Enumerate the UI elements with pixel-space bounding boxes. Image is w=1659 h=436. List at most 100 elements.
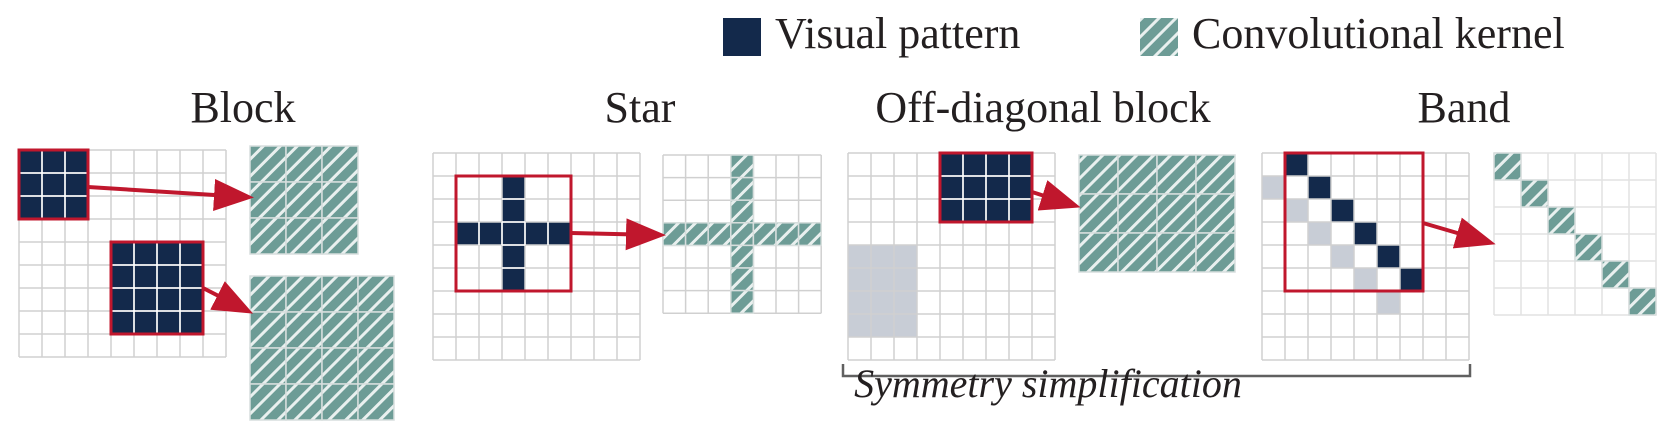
band-kernel-cell xyxy=(1628,287,1657,316)
star-kernel-cell xyxy=(752,222,777,247)
band-highlight xyxy=(1283,151,1425,293)
block-arrow-small xyxy=(87,179,254,211)
block-input-grid-cell xyxy=(134,288,157,311)
star-kernel-cell xyxy=(730,222,755,247)
offdiag-input-grid-cell xyxy=(894,291,917,314)
block-input-grid-cell xyxy=(111,311,134,334)
offdiag-input-grid-cell xyxy=(940,176,963,199)
convolutional-kernel-swatch xyxy=(1140,18,1178,56)
block-input-grid-cell xyxy=(65,150,88,173)
band-kernel-cell xyxy=(1601,260,1630,289)
offdiag-kernel-4x3-cell xyxy=(1195,232,1236,273)
block-input-grid-cell xyxy=(65,173,88,196)
offdiag-kernel-4x3-cell xyxy=(1195,193,1236,234)
offdiag-input-grid-cell xyxy=(1009,199,1032,222)
band-input-grid-cell xyxy=(1285,199,1308,222)
offdiag-input-grid-cell xyxy=(1009,176,1032,199)
star-kernel-cell xyxy=(730,267,755,292)
block-kernel-4x4-cell xyxy=(357,311,395,349)
offdiag-input-grid-cell xyxy=(940,153,963,176)
star-kernel-cell xyxy=(730,289,755,314)
offdiag-kernel-4x3-cell xyxy=(1078,232,1119,273)
block-input-grid-cell xyxy=(42,196,65,219)
star-kernel-cell xyxy=(707,222,732,247)
star-kernel-cell xyxy=(730,176,755,201)
star-kernel-cell xyxy=(662,222,687,247)
star-input-grid-cell xyxy=(502,176,525,199)
star-input-grid-cell xyxy=(548,222,571,245)
block-kernel-3x3-cell xyxy=(321,217,359,255)
block-kernel-3x3 xyxy=(249,145,359,255)
band-input-grid-cell xyxy=(1377,291,1400,314)
block-kernel-3x3-cell xyxy=(249,145,287,183)
block-arrow-large xyxy=(202,281,254,314)
block-highlight-small xyxy=(17,148,90,221)
band-input-grid-cell xyxy=(1285,153,1308,176)
offdiag-kernel-4x3-cell xyxy=(1156,193,1197,234)
offdiag-input-grid-cell xyxy=(1009,153,1032,176)
block-kernel-4x4-cell xyxy=(321,311,359,349)
offdiag-input-grid-cell xyxy=(963,199,986,222)
star-kernel-cell xyxy=(730,244,755,269)
block-kernel-3x3-cell xyxy=(285,217,323,255)
band-input-grid-cell xyxy=(1377,245,1400,268)
band-input-grid-cell xyxy=(1331,199,1354,222)
block-kernel-4x4-cell xyxy=(249,275,287,313)
block-input-grid-cell xyxy=(157,242,180,265)
band-input-grid xyxy=(1261,152,1470,361)
block-kernel-3x3-cell xyxy=(285,145,323,183)
star-input-grid-cell xyxy=(456,222,479,245)
offdiag-input-grid-cell xyxy=(848,291,871,314)
block-kernel-4x4-cell xyxy=(357,347,395,385)
offdiag-kernel-4x3-cell xyxy=(1078,154,1119,195)
legend-visual-pattern-label: Visual pattern xyxy=(775,9,1021,58)
band-input-grid-cell xyxy=(1354,222,1377,245)
star-input-grid xyxy=(432,152,641,361)
offdiag-kernel-4x3 xyxy=(1078,154,1236,273)
block-input-grid-cell xyxy=(111,288,134,311)
block-input-grid-cell xyxy=(180,242,203,265)
block-input-grid-cell xyxy=(111,265,134,288)
block-kernel-3x3-cell xyxy=(249,181,287,219)
block-kernel-4x4-cell xyxy=(285,347,323,385)
offdiag-input-grid-cell xyxy=(986,199,1009,222)
band-input-grid-bg xyxy=(1262,153,1469,360)
block-input-grid-cell xyxy=(134,242,157,265)
block-input-grid-cell xyxy=(19,196,42,219)
offdiag-input-grid xyxy=(847,152,1056,361)
star-kernel-cell xyxy=(775,222,800,247)
block-input-grid-cell xyxy=(65,196,88,219)
offdiag-input-grid-cell xyxy=(871,268,894,291)
offdiag-input-grid-cell xyxy=(894,268,917,291)
symmetry-bracket xyxy=(841,364,1472,378)
block-kernel-4x4 xyxy=(249,275,395,421)
band-kernel-cell xyxy=(1574,233,1603,262)
offdiag-input-grid-cell xyxy=(894,314,917,337)
block-input-grid-cell xyxy=(180,288,203,311)
band-input-grid-cell xyxy=(1308,222,1331,245)
band-input-grid-cell xyxy=(1354,268,1377,291)
block-kernel-4x4-cell xyxy=(321,275,359,313)
offdiag-input-grid-cell xyxy=(963,153,986,176)
block-kernel-3x3-cell xyxy=(321,145,359,183)
panel-title-star: Star xyxy=(604,83,676,132)
offdiag-kernel-4x3-cell xyxy=(1195,154,1236,195)
block-input-grid-cell xyxy=(157,288,180,311)
block-kernel-4x4-cell xyxy=(285,275,323,313)
offdiag-input-grid-cell xyxy=(871,245,894,268)
offdiag-input-grid-cell xyxy=(894,245,917,268)
offdiag-highlight xyxy=(938,151,1034,224)
offdiag-input-grid-cell xyxy=(848,268,871,291)
star-input-grid-bg xyxy=(433,153,640,360)
block-input-grid-cell xyxy=(134,265,157,288)
offdiag-input-grid-cell xyxy=(848,245,871,268)
block-input-grid-cell xyxy=(157,311,180,334)
block-input-grid-cell xyxy=(180,265,203,288)
panel-title-block: Block xyxy=(190,83,296,132)
star-arrow xyxy=(570,218,666,251)
star-input-grid-cell xyxy=(502,222,525,245)
band-kernel xyxy=(1493,152,1657,316)
block-kernel-4x4-cell xyxy=(249,383,287,421)
